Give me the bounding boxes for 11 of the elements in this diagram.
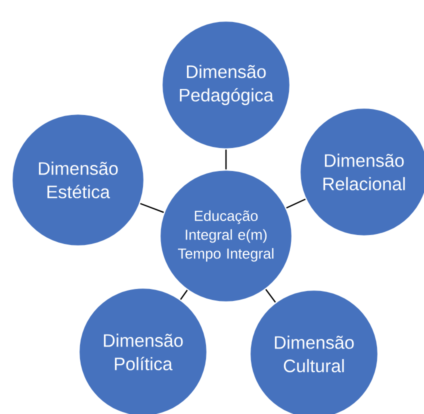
- circle-node: Dimensão Cultural: [249, 289, 379, 414]
- connector-line: [286, 198, 306, 209]
- circle-node: Educação Integral e(m) Tempo Integral: [159, 169, 293, 303]
- connector-line: [140, 202, 164, 214]
- connector-line: [265, 288, 276, 303]
- circle-node: Dimensão Estética: [11, 113, 145, 247]
- circle-node: Dimensão Relacional: [299, 107, 424, 237]
- connector-line: [180, 290, 188, 300]
- circle-node: Dimensão Pedagógica: [161, 20, 291, 150]
- connector-line: [225, 150, 227, 170]
- circle-node: Dimensão Política: [78, 287, 208, 414]
